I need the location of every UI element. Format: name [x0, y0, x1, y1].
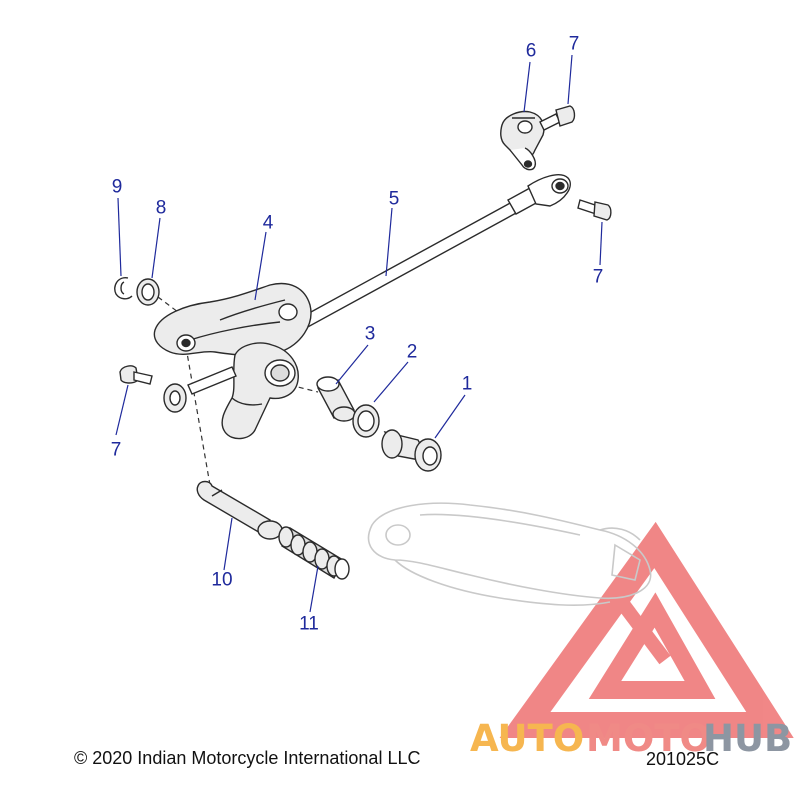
copyright-notice: © 2020 Indian Motorcycle International L… — [74, 748, 421, 768]
callout-11: 11 — [299, 613, 319, 635]
spring-11 — [278, 526, 350, 580]
background-frame-part — [367, 502, 652, 607]
watermark-auto: AUTO — [470, 717, 585, 760]
watermark-triangle-logo — [499, 521, 794, 738]
callout-5: 5 — [388, 188, 400, 210]
pivot-pin-10 — [196, 480, 283, 540]
callout-4: 4 — [262, 212, 274, 234]
callout-7-left: 7 — [110, 439, 122, 461]
leader-lines — [115, 54, 603, 613]
sleeve-1 — [381, 429, 442, 472]
figure-number: 201025C — [646, 749, 720, 769]
bolt-right — [577, 199, 612, 221]
callout-7-right: 7 — [592, 266, 604, 288]
callout-10: 10 — [211, 569, 233, 591]
bushing-3 — [316, 376, 356, 422]
watermark-moto: MOTO — [586, 717, 711, 760]
callout-3: 3 — [364, 323, 376, 345]
callout-8: 8 — [155, 197, 167, 219]
callout-6: 6 — [525, 40, 537, 62]
callout-2: 2 — [406, 341, 418, 363]
callout-1: 1 — [461, 373, 473, 395]
retaining-clip-9 — [114, 277, 133, 300]
washer-2 — [352, 404, 380, 438]
watermark-hub: HUB — [703, 717, 793, 760]
callout-9: 9 — [111, 176, 123, 198]
bolt-upper — [539, 105, 576, 131]
shift-rod — [299, 174, 571, 329]
bolt-left — [119, 365, 153, 385]
callout-7-top: 7 — [568, 33, 580, 55]
washer-8 — [136, 278, 160, 306]
shift-lever — [153, 282, 312, 440]
pivot-stud — [163, 366, 237, 413]
rod-end-clevis — [500, 110, 545, 171]
